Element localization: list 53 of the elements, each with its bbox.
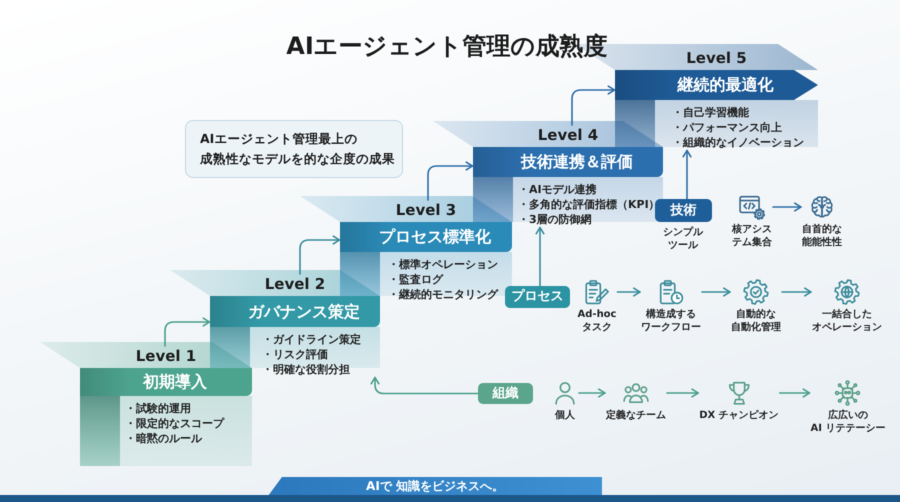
bullet-item: ・明確な役割分担 (262, 362, 350, 377)
note-box: AIエージェント管理最上の成熟性なモデルを的な企度の成果 (185, 120, 403, 178)
bullet-item: ・自己学習機能 (672, 105, 749, 120)
arrow (682, 150, 692, 200)
bullet-item: ・継続的モニタリング (388, 287, 498, 302)
arrow (427, 161, 474, 201)
stage-label: 定義なチーム (606, 409, 666, 422)
level-label: Level 1 (136, 347, 196, 365)
bullet-item: ・ガイドライン策定 (262, 332, 361, 347)
level-label: Level 5 (686, 49, 747, 67)
stage-label: 広広いのAI リテテーシー (810, 409, 886, 435)
bullet-item: ・暗黙のルール (125, 431, 202, 446)
stage-label: 自首的な能能性性 (802, 223, 842, 249)
category-tag: プロセス (505, 286, 570, 308)
category-tag: 技術 (655, 199, 712, 222)
category-tag: 組織 (478, 383, 533, 404)
stage-label: 自動的な自動化管理 (731, 308, 781, 334)
stage-label: Ad-hocタスク (578, 308, 616, 334)
bullet-item: ・パフォーマンス向上 (672, 120, 782, 135)
arrow (781, 287, 812, 297)
stage-label: シンプルツール (663, 226, 703, 252)
arrow (299, 235, 340, 275)
arrow (370, 376, 479, 394)
arrow (616, 287, 641, 297)
bullet-item: ・3層の防御網 (518, 212, 592, 227)
tagline-banner: AIで 知識をビジネスへ。 (268, 477, 602, 496)
arrow (666, 388, 700, 398)
bullet-item: ・限定的なスコープ (125, 416, 224, 431)
stage-label: 核アシステム集合 (732, 223, 772, 249)
stage-label: DX チャンピオン (699, 409, 779, 422)
level-label: Level 3 (396, 201, 456, 219)
step-banner: プロセス標準化 (340, 222, 512, 252)
bullet-item: ・組織的なイノベーション (672, 135, 804, 150)
bullet-item: ・AIモデル連携 (518, 182, 597, 197)
level-label: Level 2 (264, 275, 326, 293)
title: AIエージェント管理の成熟度 (286, 31, 608, 61)
bullet-item: ・標準オペレーション (388, 257, 498, 272)
arrow (571, 85, 616, 126)
arrow (578, 388, 606, 398)
arrow (535, 226, 545, 287)
level-label: Level 4 (538, 126, 598, 144)
arrow (164, 317, 210, 347)
stage-label: 構造成するワークフロー (641, 308, 701, 334)
stage-label: 一結合したオペレーション (812, 308, 882, 334)
step-banner: 初期導入 (80, 368, 252, 396)
bullet-item: ・リスク評価 (262, 347, 328, 362)
stage-label: 個人 (555, 409, 575, 422)
step-banner: ガバナンス策定 (210, 296, 380, 327)
arrow (772, 202, 802, 212)
arrow (778, 388, 810, 398)
bullet-item: ・監査ログ (388, 272, 443, 287)
arrow (701, 287, 731, 297)
bullet-item: ・試験的運用 (125, 401, 191, 416)
